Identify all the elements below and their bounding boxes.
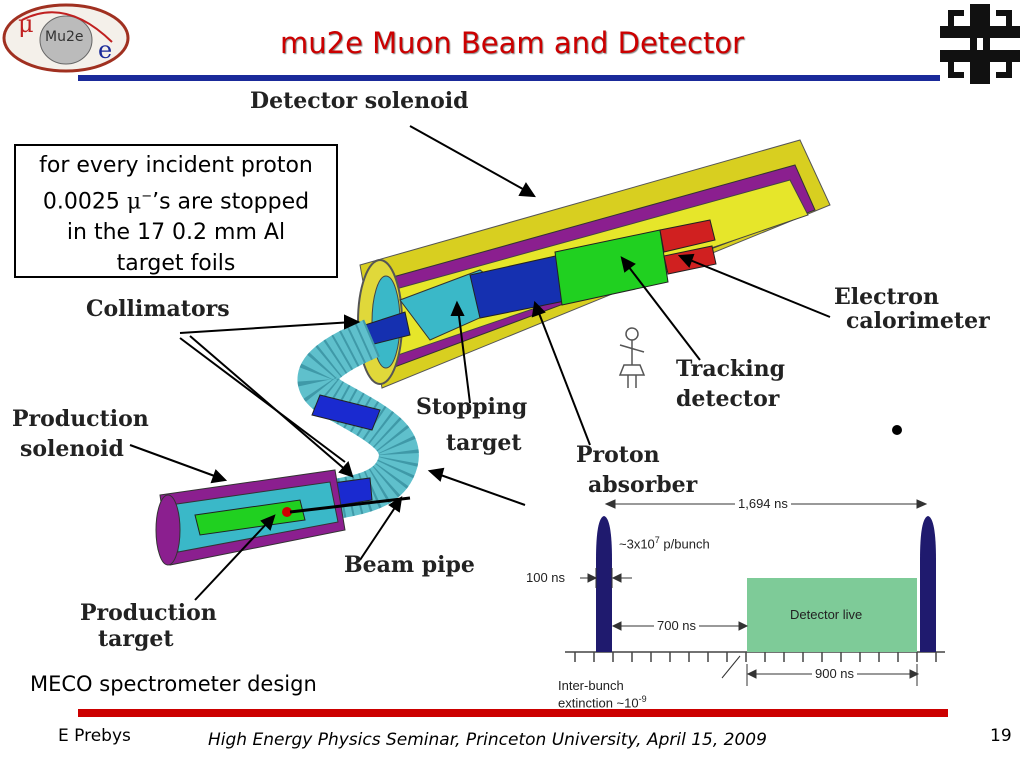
extinction-label: extinction ~10 — [558, 695, 639, 711]
timing-live-width: 900 ns — [812, 666, 858, 681]
timing-pulse-width: 100 ns — [526, 570, 566, 585]
label-production-solenoid-1: Production — [12, 406, 149, 432]
logo-mu: μ — [18, 10, 34, 38]
bunch-mantissa: ~3x10 — [619, 536, 655, 552]
label-production-solenoid-2: solenoid — [20, 436, 124, 462]
label-electron-calorimeter-2: calorimeter — [846, 308, 990, 334]
footer-page-number: 19 — [990, 726, 1012, 746]
label-collimators: Collimators — [86, 296, 230, 322]
label-stopping-target-1: Stopping — [416, 394, 528, 420]
extinction-exponent: -9 — [638, 694, 647, 704]
label-tracking-detector-2: detector — [676, 386, 780, 412]
note-minus-sign: − — [141, 189, 153, 204]
footer-author: E Prebys — [58, 726, 131, 746]
label-proton-absorber-1: Proton — [576, 442, 660, 468]
top-rule — [78, 75, 940, 81]
label-production-target-1: Production — [80, 600, 217, 626]
label-beam-pipe: Beam pipe — [344, 552, 475, 578]
note-line-2: 0.0025 μ−’s are stopped — [16, 181, 336, 217]
timing-extinction-1: Inter-bunch — [558, 678, 624, 693]
bottom-rule — [78, 709, 948, 717]
note-box: for every incident proton 0.0025 μ−’s ar… — [14, 144, 338, 278]
label-proton-absorber-2: absorber — [588, 472, 698, 498]
label-stopping-target-2: target — [446, 430, 522, 456]
label-production-target-2: target — [98, 626, 174, 652]
note-mu-symbol: μ — [126, 189, 142, 215]
design-caption: MECO spectrometer design — [30, 672, 317, 696]
mu2e-logo: μ Mu2e e — [2, 2, 132, 74]
bunch-exponent: 7 — [654, 535, 660, 545]
timing-diagram — [565, 499, 945, 686]
label-tracking-detector-1: Tracking — [676, 356, 785, 382]
note-fraction: 0.0025 — [42, 189, 127, 215]
label-electron-calorimeter-1: Electron — [834, 284, 939, 310]
timing-extinction-2: extinction ~10-9 — [558, 694, 647, 710]
logo-e: e — [98, 36, 113, 64]
timing-bunch-intensity: ~3x107 p/bunch — [619, 535, 710, 551]
apparatus-illustration — [129, 125, 902, 601]
timing-period: 1,694 ns — [735, 496, 791, 511]
label-detector-solenoid: Detector solenoid — [250, 88, 469, 114]
timing-delay: 700 ns — [654, 618, 700, 633]
logo-text: Mu2e — [45, 29, 84, 45]
note-stopped: ’s are stopped — [152, 189, 310, 215]
slide-title: mu2e Muon Beam and Detector — [280, 26, 744, 60]
timing-live-label: Detector live — [790, 607, 863, 622]
bunch-unit: p/bunch — [659, 536, 710, 552]
note-line-4: target foils — [116, 251, 236, 277]
footer-venue: High Energy Physics Seminar, Princeton U… — [208, 730, 767, 750]
note-line-3: in the 17 0.2 mm Al — [66, 220, 286, 246]
note-line-1: for every incident proton — [39, 153, 313, 178]
fermilab-logo — [940, 4, 1020, 84]
